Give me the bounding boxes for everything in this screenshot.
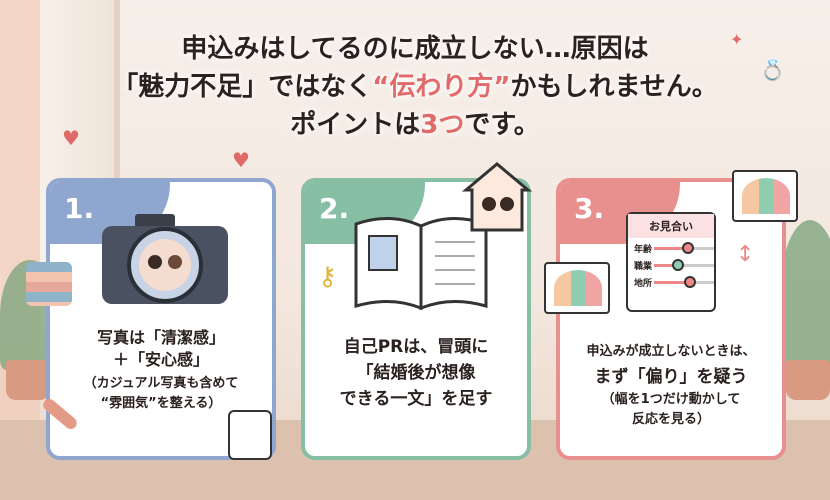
headline-line2: 「魅力不足」ではなく“伝わり方”かもしれません。 xyxy=(0,68,830,106)
headline-accent: 3つ xyxy=(420,110,465,140)
plant-right xyxy=(780,220,830,370)
key-icon: ⚷ xyxy=(318,262,338,292)
clipboard-row-label: 年齢 xyxy=(634,245,653,255)
job-slider xyxy=(654,259,714,271)
headline-text: ポイントは xyxy=(290,110,421,140)
ring-icon: 💍 xyxy=(760,58,785,82)
sparkle-icon: ✦ xyxy=(730,30,744,49)
headline-text: かもしれません。 xyxy=(510,72,718,102)
age-slider xyxy=(654,242,714,254)
clipboard-title: お見合い xyxy=(628,214,714,238)
card-line: まず「偏り」を疑う xyxy=(594,367,748,387)
pot-left xyxy=(6,360,50,400)
location-slider xyxy=(654,276,714,288)
clipboard-row-label: 職業 xyxy=(634,262,653,272)
clipboard-row-label: 地所 xyxy=(634,279,653,289)
headline-line1: 申込みはしてるのに成立しない…原因は xyxy=(181,34,649,64)
headline-line3: ポイントは3つです。 xyxy=(0,106,830,144)
card-line: “雰囲気”を整える） xyxy=(100,396,222,411)
distribution-chart-icon xyxy=(544,262,610,314)
card-line: 反応を見る） xyxy=(631,412,710,427)
card-line: （カジュアル写真も含めて xyxy=(83,376,239,391)
headline-text: です。 xyxy=(464,110,540,140)
point-card-1: 1. 写真は「清潔感」 ＋「安心感」 （カジュアル写真も含めて “雰囲気”を整え… xyxy=(46,178,276,460)
house-couple-icon xyxy=(462,162,532,232)
camera-icon xyxy=(102,214,228,304)
heart-icon: ♥ xyxy=(62,126,80,150)
card-line: （幅を1つだけ動かして xyxy=(601,392,741,407)
clipboard: お見合い 年齢 職業 地所 xyxy=(626,212,716,312)
card-line: ＋「安心感」 xyxy=(112,350,209,369)
distribution-chart-icon xyxy=(732,170,798,222)
headline-text: 「魅力不足」ではなく xyxy=(112,72,373,102)
open-book-icon xyxy=(354,216,488,311)
up-down-arrow-icon: ↕ xyxy=(736,242,755,267)
headline-accent: “伝わり方” xyxy=(372,72,511,102)
heart-icon: ♥ xyxy=(232,148,250,172)
card-line: 自己PRは、冒頭に xyxy=(343,337,489,357)
card-line: できる一文」を足す xyxy=(339,389,493,409)
card-line: 写真は「清潔感」 xyxy=(96,328,225,347)
card-line: 申込みが成立しないときは、 xyxy=(586,344,756,359)
point-card-3: 3. お見合い 年齢 職業 地所 ↕ 申込みが成立しないときは、 まず「偏り」を… xyxy=(556,178,786,460)
headline: 申込みはしてるのに成立しない…原因は 「魅力不足」ではなく“伝わり方”かもしれま… xyxy=(0,30,830,144)
pot-right xyxy=(786,360,830,400)
shirt-icon xyxy=(228,410,272,460)
card-line: 「結婚後が想像 xyxy=(356,363,476,383)
folded-towels-icon xyxy=(26,262,72,306)
